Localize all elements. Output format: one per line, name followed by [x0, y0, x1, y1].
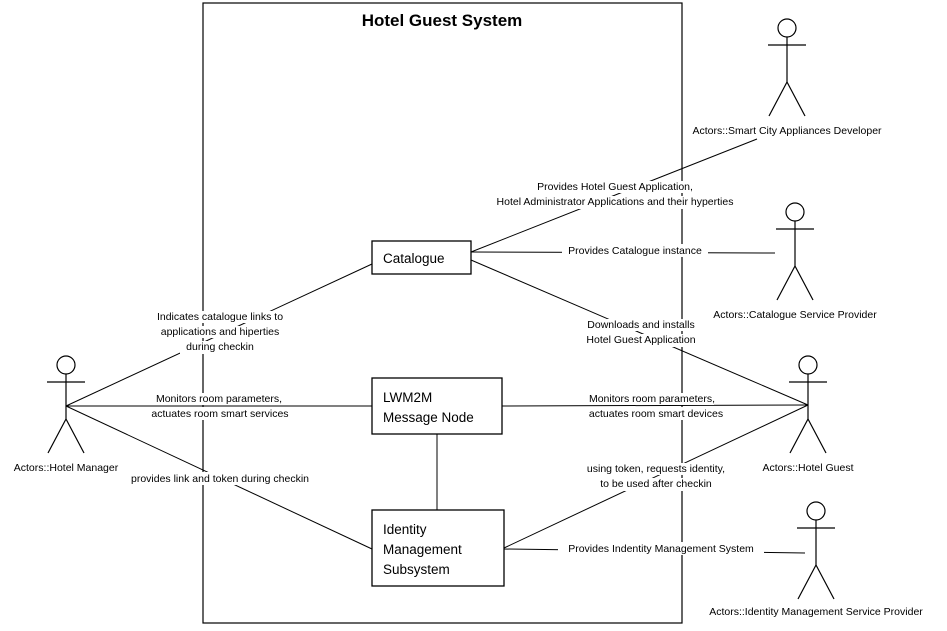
- assoc-line-guest-lwm2m: [501, 404, 809, 407]
- stick-figure-icon: [768, 18, 806, 117]
- actor-developer-name: Actors::Smart City Appliances Developer: [692, 125, 882, 137]
- label-guest-idm-2: to be used after checkin: [600, 478, 712, 490]
- actor-developer[interactable]: Actors::Smart City Appliances Developer: [692, 18, 882, 137]
- assoc-line-guest-catalogue: [470, 259, 809, 406]
- label-catprov-catalogue: Provides Catalogue instance: [568, 245, 702, 257]
- label-idmprov-idm: Provides Indentity Management System: [568, 543, 754, 555]
- idm-label-line-1: Identity: [383, 522, 427, 537]
- label-guest-catalogue-1: Downloads and installs: [587, 319, 694, 331]
- label-manager-lwm2m-2: actuates room smart services: [151, 408, 288, 420]
- idm-label-line-3: Subsystem: [383, 562, 450, 577]
- label-guest-idm-1: using token, requests identity,: [587, 463, 725, 475]
- label-guest-catalogue-2: Hotel Guest Application: [586, 334, 695, 346]
- label-developer-catalogue-2: Hotel Administrator Applications and the…: [497, 196, 734, 208]
- actor-hotel-guest[interactable]: Actors::Hotel Guest: [762, 355, 854, 474]
- stick-figure-icon: [797, 501, 835, 600]
- actor-idm-provider-name: Actors::Identity Management Service Prov…: [709, 606, 923, 618]
- label-developer-catalogue-1: Provides Hotel Guest Application,: [537, 181, 693, 193]
- actor-hotel-manager-name: Actors::Hotel Manager: [14, 462, 119, 474]
- actor-catalogue-provider-name: Actors::Catalogue Service Provider: [713, 309, 877, 321]
- actor-idm-provider[interactable]: Actors::Identity Management Service Prov…: [709, 501, 923, 618]
- component-idm[interactable]: Identity Management Subsystem: [371, 509, 505, 587]
- system-title: Hotel Guest System: [362, 11, 523, 30]
- actor-hotel-manager[interactable]: Actors::Hotel Manager: [14, 355, 119, 474]
- stick-figure-icon: [776, 202, 814, 301]
- component-catalogue[interactable]: Catalogue: [371, 240, 472, 275]
- lwm2m-box: [371, 377, 503, 435]
- association-labels: Provides Hotel Guest Application, Hotel …: [122, 181, 764, 555]
- lwm2m-label-line-1: LWM2M: [383, 390, 432, 405]
- label-manager-catalogue-3: during checkin: [186, 341, 254, 353]
- assoc-line-developer-catalogue: [470, 138, 758, 253]
- component-lwm2m[interactable]: LWM2M Message Node: [371, 377, 503, 435]
- catalogue-box: [371, 240, 472, 275]
- stick-figure-icon: [47, 355, 85, 454]
- label-guest-lwm2m-1: Monitors room parameters,: [589, 393, 715, 405]
- label-manager-idm: provides link and token during checkin: [131, 473, 309, 485]
- label-manager-catalogue-1: Indicates catalogue links to: [157, 311, 283, 323]
- stick-figure-icon: [789, 355, 827, 454]
- actor-hotel-guest-name: Actors::Hotel Guest: [762, 462, 853, 474]
- assoc-line-guest-idm: [503, 404, 809, 549]
- idm-label-line-2: Management: [383, 542, 462, 557]
- actor-catalogue-provider[interactable]: Actors::Catalogue Service Provider: [713, 202, 877, 321]
- label-guest-lwm2m-2: actuates room smart devices: [589, 408, 723, 420]
- label-manager-lwm2m-1: Monitors room parameters,: [156, 393, 282, 405]
- label-manager-catalogue-2: applications and hiperties: [161, 326, 280, 338]
- idm-box: [371, 509, 505, 587]
- catalogue-label-line-1: Catalogue: [383, 251, 445, 266]
- lwm2m-label-line-2: Message Node: [383, 410, 474, 425]
